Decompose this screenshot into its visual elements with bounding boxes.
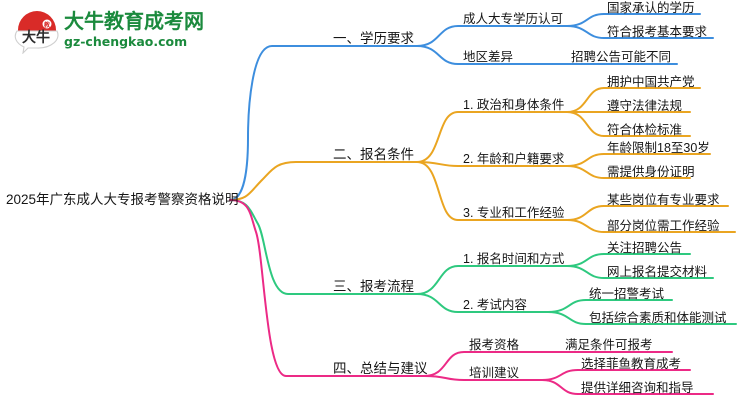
daniu-bull-logo-icon: 大牛 教 bbox=[14, 11, 59, 54]
branch-node-2[interactable]: 二、报名条件 bbox=[333, 147, 414, 162]
branch-1-lines bbox=[229, 13, 714, 201]
leaf-1-2-1[interactable]: 招聘公告可能不同 bbox=[571, 50, 672, 64]
leaf-3-2-2[interactable]: 包括综合素质和体能测试 bbox=[589, 311, 727, 325]
branch-node-4[interactable]: 四、总结与建议 bbox=[333, 361, 428, 376]
branch-node-3[interactable]: 三、报考流程 bbox=[333, 279, 414, 294]
leaf-3-2-1[interactable]: 统一招警考试 bbox=[589, 287, 665, 301]
svg-text:教: 教 bbox=[43, 21, 51, 29]
leaf-1-1-2[interactable]: 符合报考基本要求 bbox=[607, 25, 708, 39]
subnode-4-2[interactable]: 培训建议 bbox=[469, 366, 520, 380]
subnode-2-2[interactable]: 2. 年龄和户籍要求 bbox=[463, 152, 565, 166]
subnode-2-3[interactable]: 3. 专业和工作经验 bbox=[463, 206, 565, 220]
svg-text:大牛: 大牛 bbox=[22, 29, 50, 46]
leaf-4-2-2[interactable]: 提供详细咨询和指导 bbox=[581, 381, 694, 395]
subnode-3-2[interactable]: 2. 考试内容 bbox=[463, 298, 527, 312]
logo-text: 大牛教育成考网 gz-chengkao.com bbox=[64, 10, 204, 50]
logo-url: gz-chengkao.com bbox=[64, 34, 188, 49]
leaf-1-1-1[interactable]: 国家承认的学历 bbox=[607, 1, 695, 15]
leaf-4-1-1[interactable]: 满足条件可报考 bbox=[565, 338, 653, 352]
leaf-4-2-1[interactable]: 选择菲鱼教育成考 bbox=[581, 357, 682, 371]
leaf-2-3-1[interactable]: 某些岗位有专业要求 bbox=[607, 193, 720, 207]
mindmap-root-node[interactable]: 2025年广东成人大专报考警察资格说明 bbox=[6, 192, 239, 207]
subnode-2-1[interactable]: 1. 政治和身体条件 bbox=[463, 98, 565, 112]
leaf-2-2-2[interactable]: 需提供身份证明 bbox=[607, 165, 695, 179]
leaf-2-1-2[interactable]: 遵守法律法规 bbox=[607, 99, 683, 113]
logo-title: 大牛教育成考网 bbox=[64, 9, 204, 33]
subnode-4-1[interactable]: 报考资格 bbox=[469, 338, 520, 352]
leaf-3-1-2[interactable]: 网上报名提交材料 bbox=[607, 265, 708, 279]
subnode-1-1[interactable]: 成人大专学历认可 bbox=[463, 12, 564, 26]
leaf-2-1-3[interactable]: 符合体检标准 bbox=[607, 123, 683, 137]
subnode-3-1[interactable]: 1. 报名时间和方式 bbox=[463, 252, 565, 266]
leaf-2-2-1[interactable]: 年龄限制18至30岁 bbox=[607, 141, 710, 155]
branch-4-lines bbox=[229, 199, 714, 395]
subnode-1-2[interactable]: 地区差异 bbox=[463, 50, 514, 64]
branch-2-lines bbox=[229, 87, 736, 233]
site-logo: 大牛 教 大牛教育成考网 gz-chengkao.com bbox=[14, 8, 224, 58]
leaf-3-1-1[interactable]: 关注招聘公告 bbox=[607, 241, 683, 255]
branch-node-1[interactable]: 一、学历要求 bbox=[333, 31, 414, 46]
leaf-2-1-1[interactable]: 拥护中国共产党 bbox=[607, 75, 695, 89]
leaf-2-3-2[interactable]: 部分岗位需工作经验 bbox=[607, 219, 720, 233]
